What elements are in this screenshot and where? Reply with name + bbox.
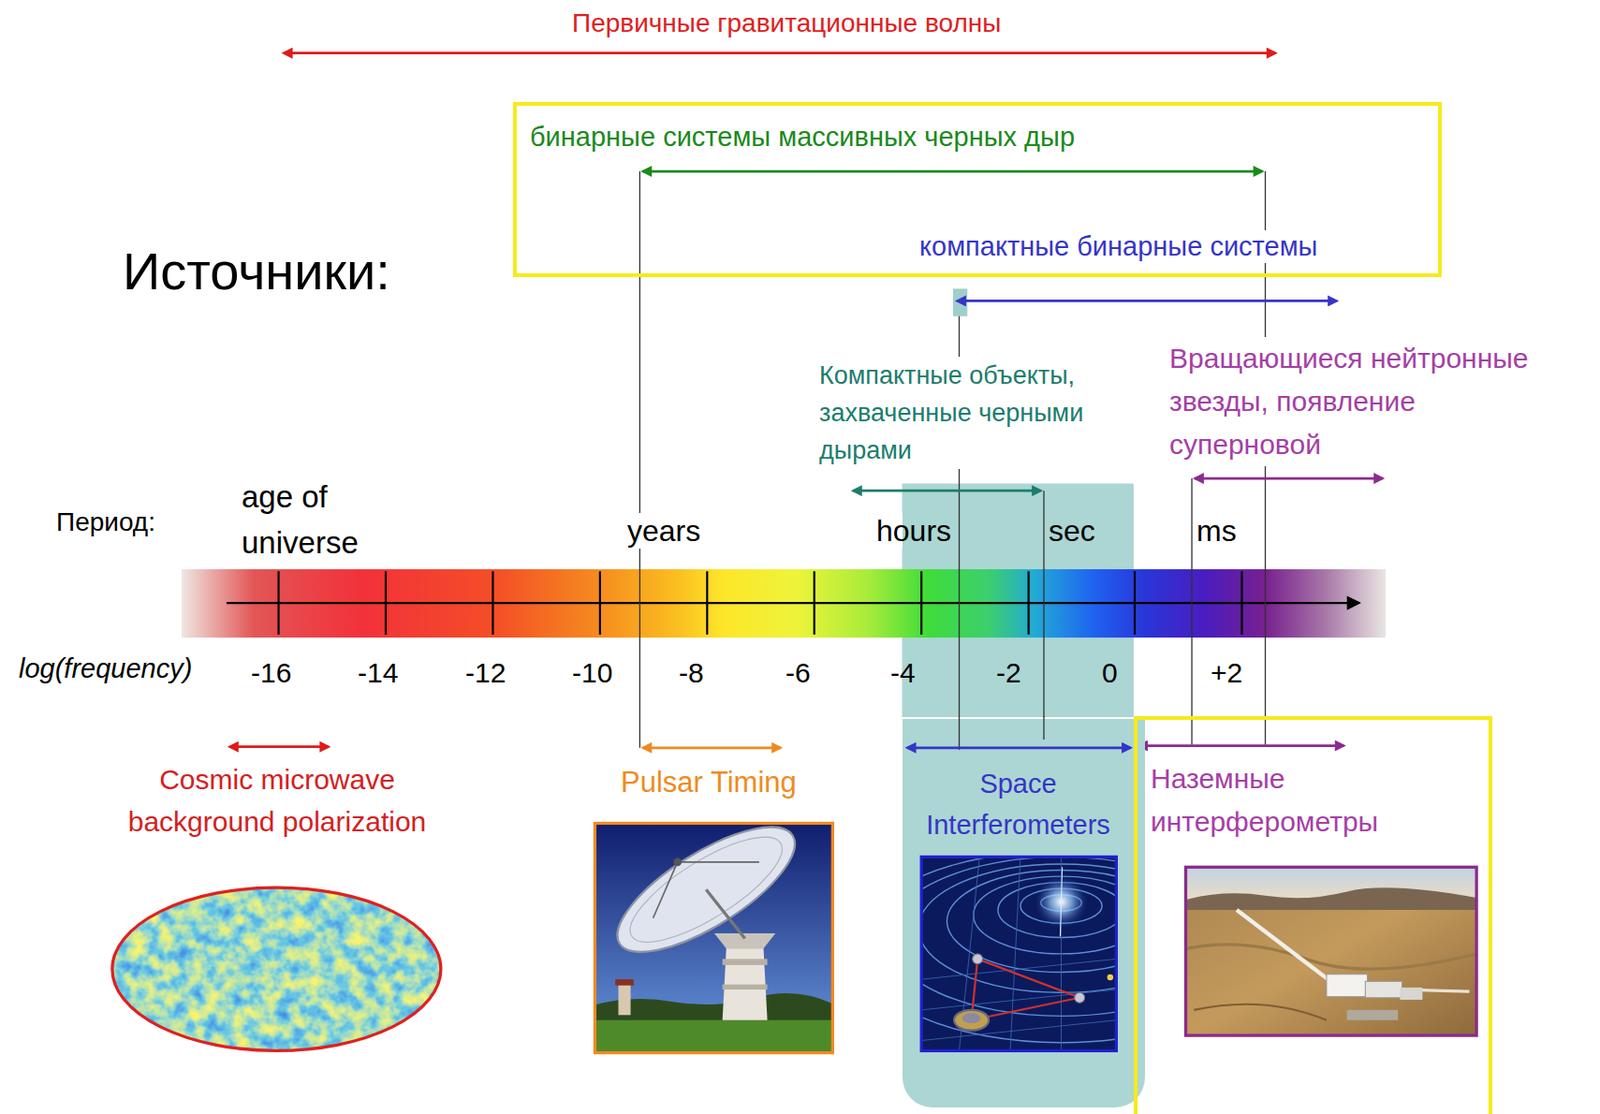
tick-label: -2 (996, 656, 1022, 690)
period-label: years (624, 513, 704, 549)
axis-title: Период: (56, 506, 156, 539)
box-heading: Наземные интерферометры (1150, 757, 1432, 844)
range-arrow (852, 489, 1042, 493)
range-title: Первичные гравитационные волны (572, 7, 1001, 40)
ligo-photo (1185, 866, 1477, 1036)
source-label: Компактные объекты, захваченные черными … (816, 356, 1131, 470)
tick-label: -6 (785, 656, 811, 690)
axis-line (226, 601, 1351, 604)
range-arrow (283, 51, 1276, 55)
tick-label: 0 (1101, 656, 1118, 690)
tick-label: -4 (890, 656, 916, 690)
method-label: Pulsar Timing (620, 764, 797, 800)
range-arrow (229, 745, 329, 749)
instrument-panel: Space Interferometers (902, 719, 1145, 1108)
box-heading: бинарные системы массивных черных дыр (529, 120, 1075, 154)
cmb-map (106, 882, 449, 1057)
box-heading: Space Interferometers (902, 763, 1134, 846)
axis-ticks (278, 571, 1243, 635)
range-arrow (956, 299, 1336, 303)
radio-telescope-photo (594, 804, 833, 1053)
tick-label: -16 (250, 656, 292, 690)
range-box: бинарные системы массивных черных дыр ком… (513, 102, 1442, 278)
tick-label: -14 (357, 656, 398, 690)
range-arrow (643, 170, 1263, 174)
tick-label: -8 (678, 656, 705, 690)
range-arrow (1194, 477, 1383, 481)
axis-arrow (1347, 595, 1362, 610)
range-arrow (643, 746, 781, 749)
method-label: Cosmic microwave background polarization (122, 758, 432, 843)
period-label: hours (873, 513, 955, 549)
tick-label: -12 (465, 656, 506, 690)
period-label: age of universe (241, 473, 420, 566)
tick-label: +2 (1207, 656, 1246, 690)
range-arrow (1138, 744, 1344, 748)
range-box: Наземные интерферометры (1133, 716, 1493, 1114)
range-marker (953, 288, 968, 316)
source-label: Вращающиеся нейтронные звезды, появление… (1166, 337, 1547, 467)
spectrum-bar (181, 569, 1386, 638)
period-label: sec (1045, 513, 1099, 549)
axis-title: log(frequency) (18, 652, 192, 686)
period-label: ms (1193, 513, 1240, 549)
box-text: компактные бинарные системы (916, 230, 1321, 264)
section-heading: Источники: (122, 239, 391, 303)
tick-label: -10 (572, 656, 613, 690)
